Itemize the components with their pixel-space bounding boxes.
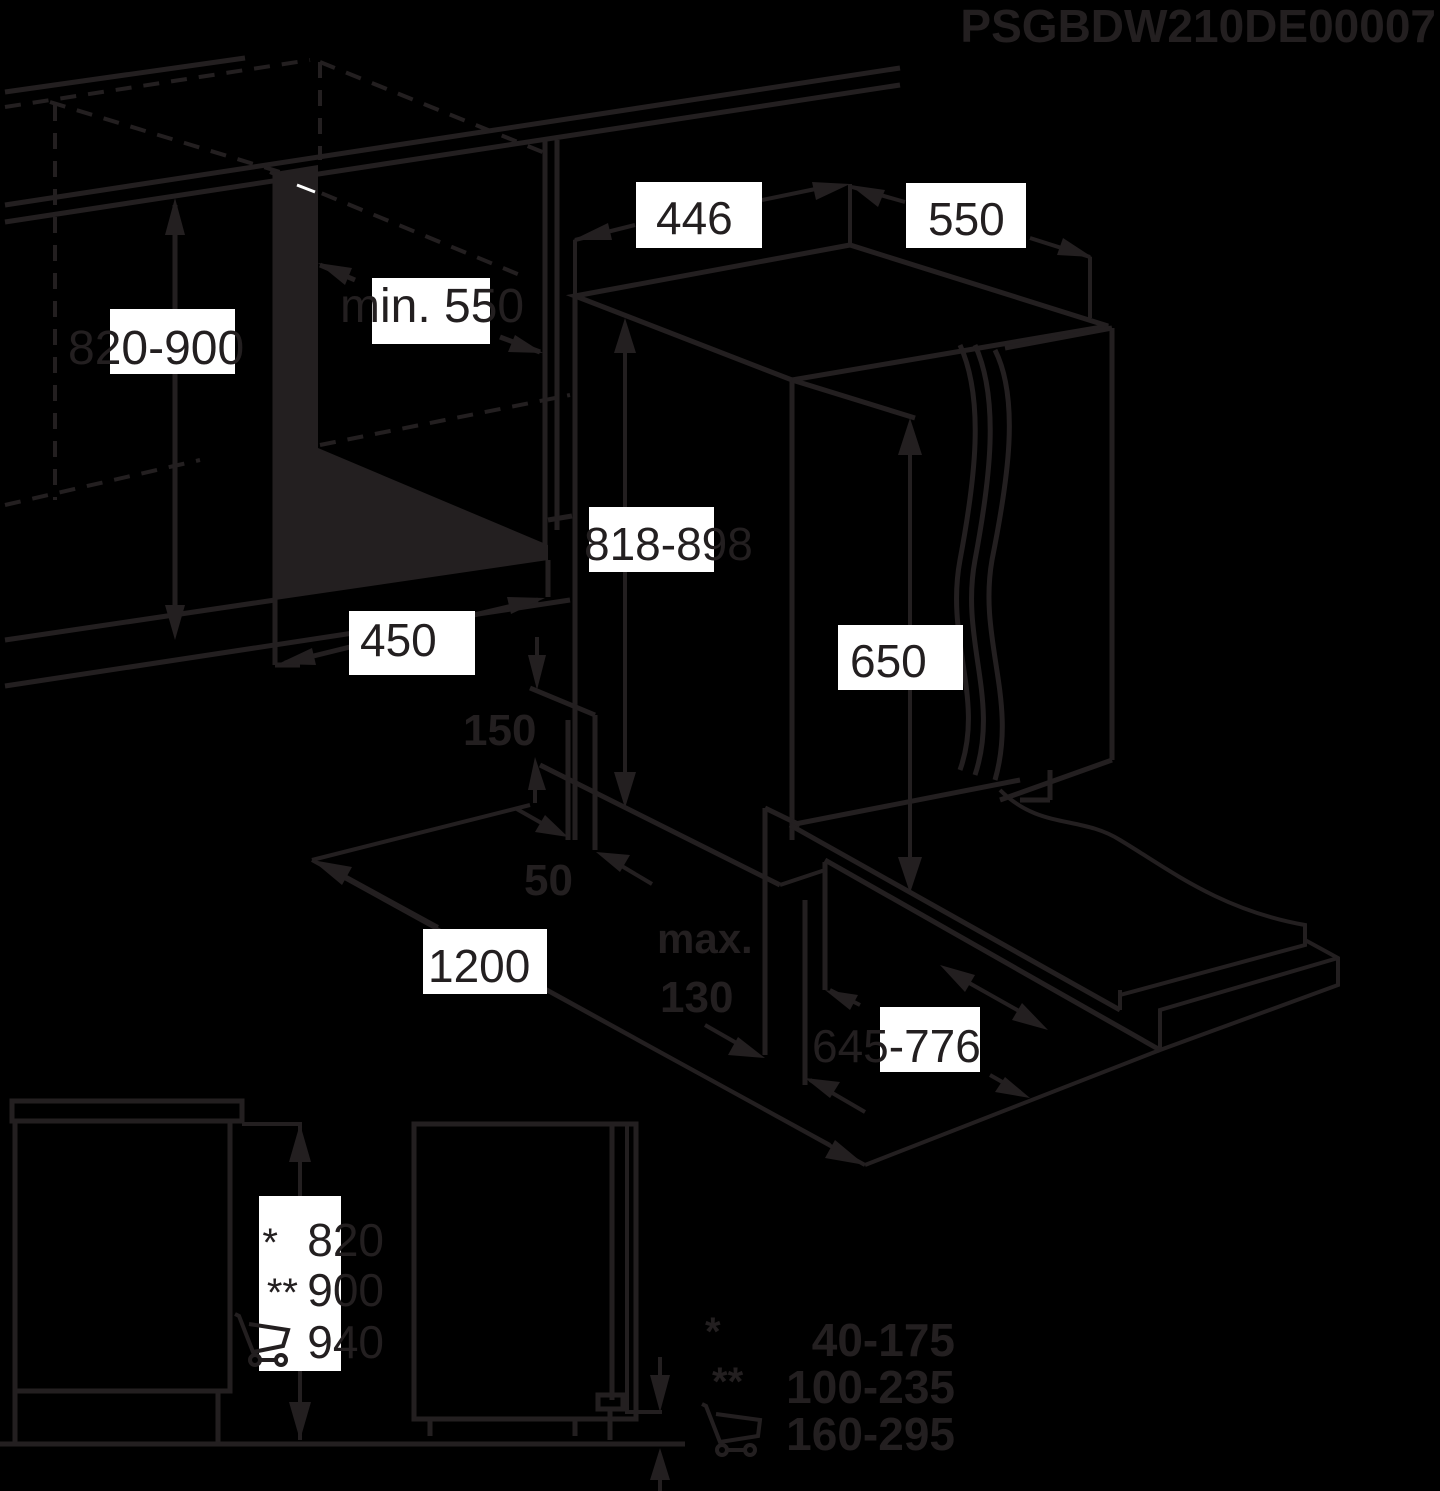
dim-niche-width: 450 xyxy=(278,597,545,675)
legend-marker-double-star: ** xyxy=(712,1360,744,1404)
label-clearance-50: 50 xyxy=(524,856,573,905)
dim-appliance-height: 818-898 xyxy=(584,318,753,808)
marker-double-star: ** xyxy=(267,1271,298,1315)
label-niche-width: 450 xyxy=(360,614,437,666)
dim-niche-height: 820-900 xyxy=(68,198,244,640)
cart-icon xyxy=(234,1312,291,1367)
label-appliance-height: 818-898 xyxy=(584,518,753,570)
dim-plinth-max: max. 130 xyxy=(657,915,765,1058)
legend-range-3: 160-295 xyxy=(786,1408,955,1460)
label-height-900: 900 xyxy=(307,1264,384,1316)
label-height-940: 940 xyxy=(307,1316,384,1368)
label-appliance-width: 446 xyxy=(656,192,733,244)
side-view-built-in xyxy=(390,1121,685,1491)
legend-range-2: 100-235 xyxy=(786,1361,955,1413)
label-plinth-value: 130 xyxy=(660,973,733,1022)
label-niche-depth: min. 550 xyxy=(340,280,524,333)
dim-door-reach: 645-776 xyxy=(805,965,1048,1114)
appliance-drawing xyxy=(311,242,1340,1167)
dim-door-height: 650 xyxy=(838,418,963,893)
label-niche-height: 820-900 xyxy=(68,322,244,375)
dim-niche-depth: min. 550 xyxy=(318,262,543,355)
diagram-code: PSGBDW210DE00007 xyxy=(960,0,1436,52)
dim-door-swing: 1200 xyxy=(312,860,865,1165)
dim-clearances: 150 50 xyxy=(463,637,654,905)
side-view-freestanding: 820 900 940 * ** xyxy=(0,1098,400,1447)
dim-appliance-width: 446 xyxy=(573,182,852,296)
legend-marker-star: * xyxy=(705,1310,721,1354)
niche-drawing xyxy=(4,55,901,689)
label-appliance-depth: 550 xyxy=(928,193,1005,245)
label-door-reach: 645-776 xyxy=(812,1020,981,1072)
label-plinth-max: max. xyxy=(657,915,753,962)
label-door-height: 650 xyxy=(850,635,927,687)
label-clearance-150: 150 xyxy=(463,706,536,755)
cart-icon xyxy=(701,1402,763,1457)
label-door-swing: 1200 xyxy=(428,940,530,992)
label-height-820: 820 xyxy=(307,1214,384,1266)
marker-star: * xyxy=(262,1221,278,1265)
dim-appliance-depth: 550 xyxy=(850,183,1092,318)
height-legend: * 40-175 ** 100-235 160-295 xyxy=(701,1310,955,1460)
legend-range-1: 40-175 xyxy=(812,1314,955,1366)
